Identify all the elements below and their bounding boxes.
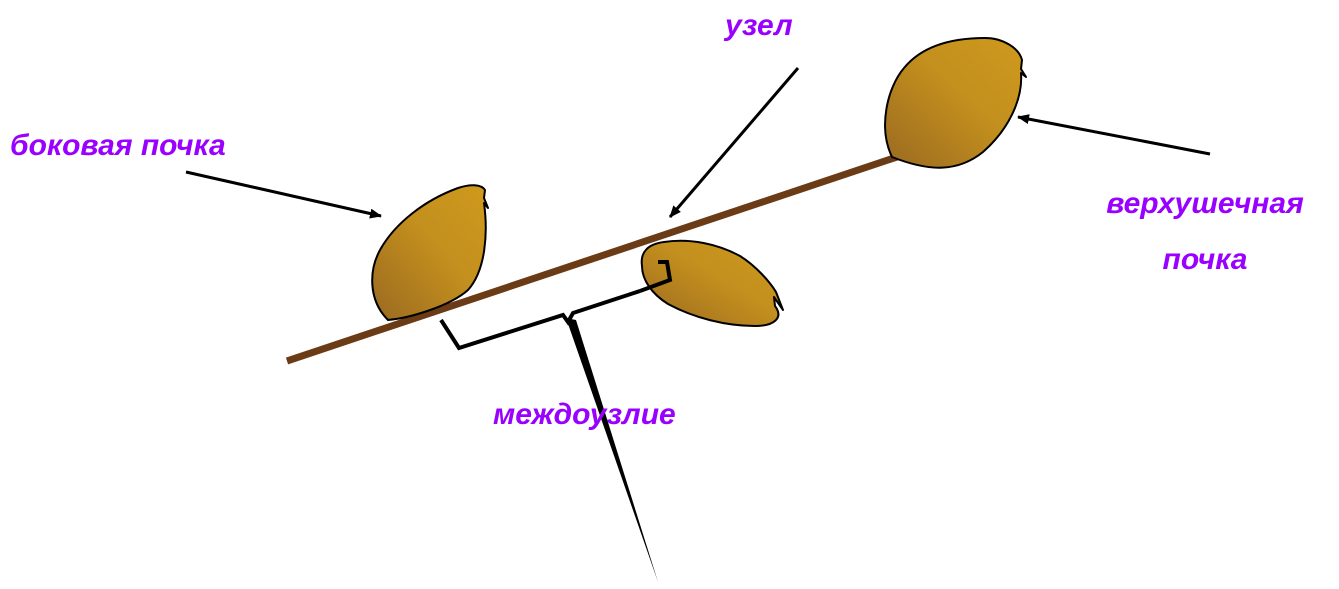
apical-bud: [884, 37, 1027, 169]
label-node: узел: [725, 9, 793, 42]
internode-pointer: [566, 318, 658, 582]
stem: [285, 152, 902, 365]
label-internode: междоузлие: [493, 398, 676, 431]
lateral-bud-lower: [640, 239, 784, 327]
node-bracket: [639, 260, 673, 293]
arrow-apical-bud: [1017, 114, 1211, 156]
arrow-node: [668, 67, 800, 218]
label-apical-bud: верхушечная почка: [1085, 176, 1325, 288]
lateral-bud-upper: [371, 184, 489, 321]
arrow-lateral-bud: [185, 170, 382, 219]
label-apical-bud-line1: верхушечная: [1106, 187, 1304, 220]
label-lateral-bud: боковая почка: [10, 129, 226, 162]
label-apical-bud-line2: почка: [1162, 243, 1248, 276]
internode-bracket: [439, 289, 641, 351]
